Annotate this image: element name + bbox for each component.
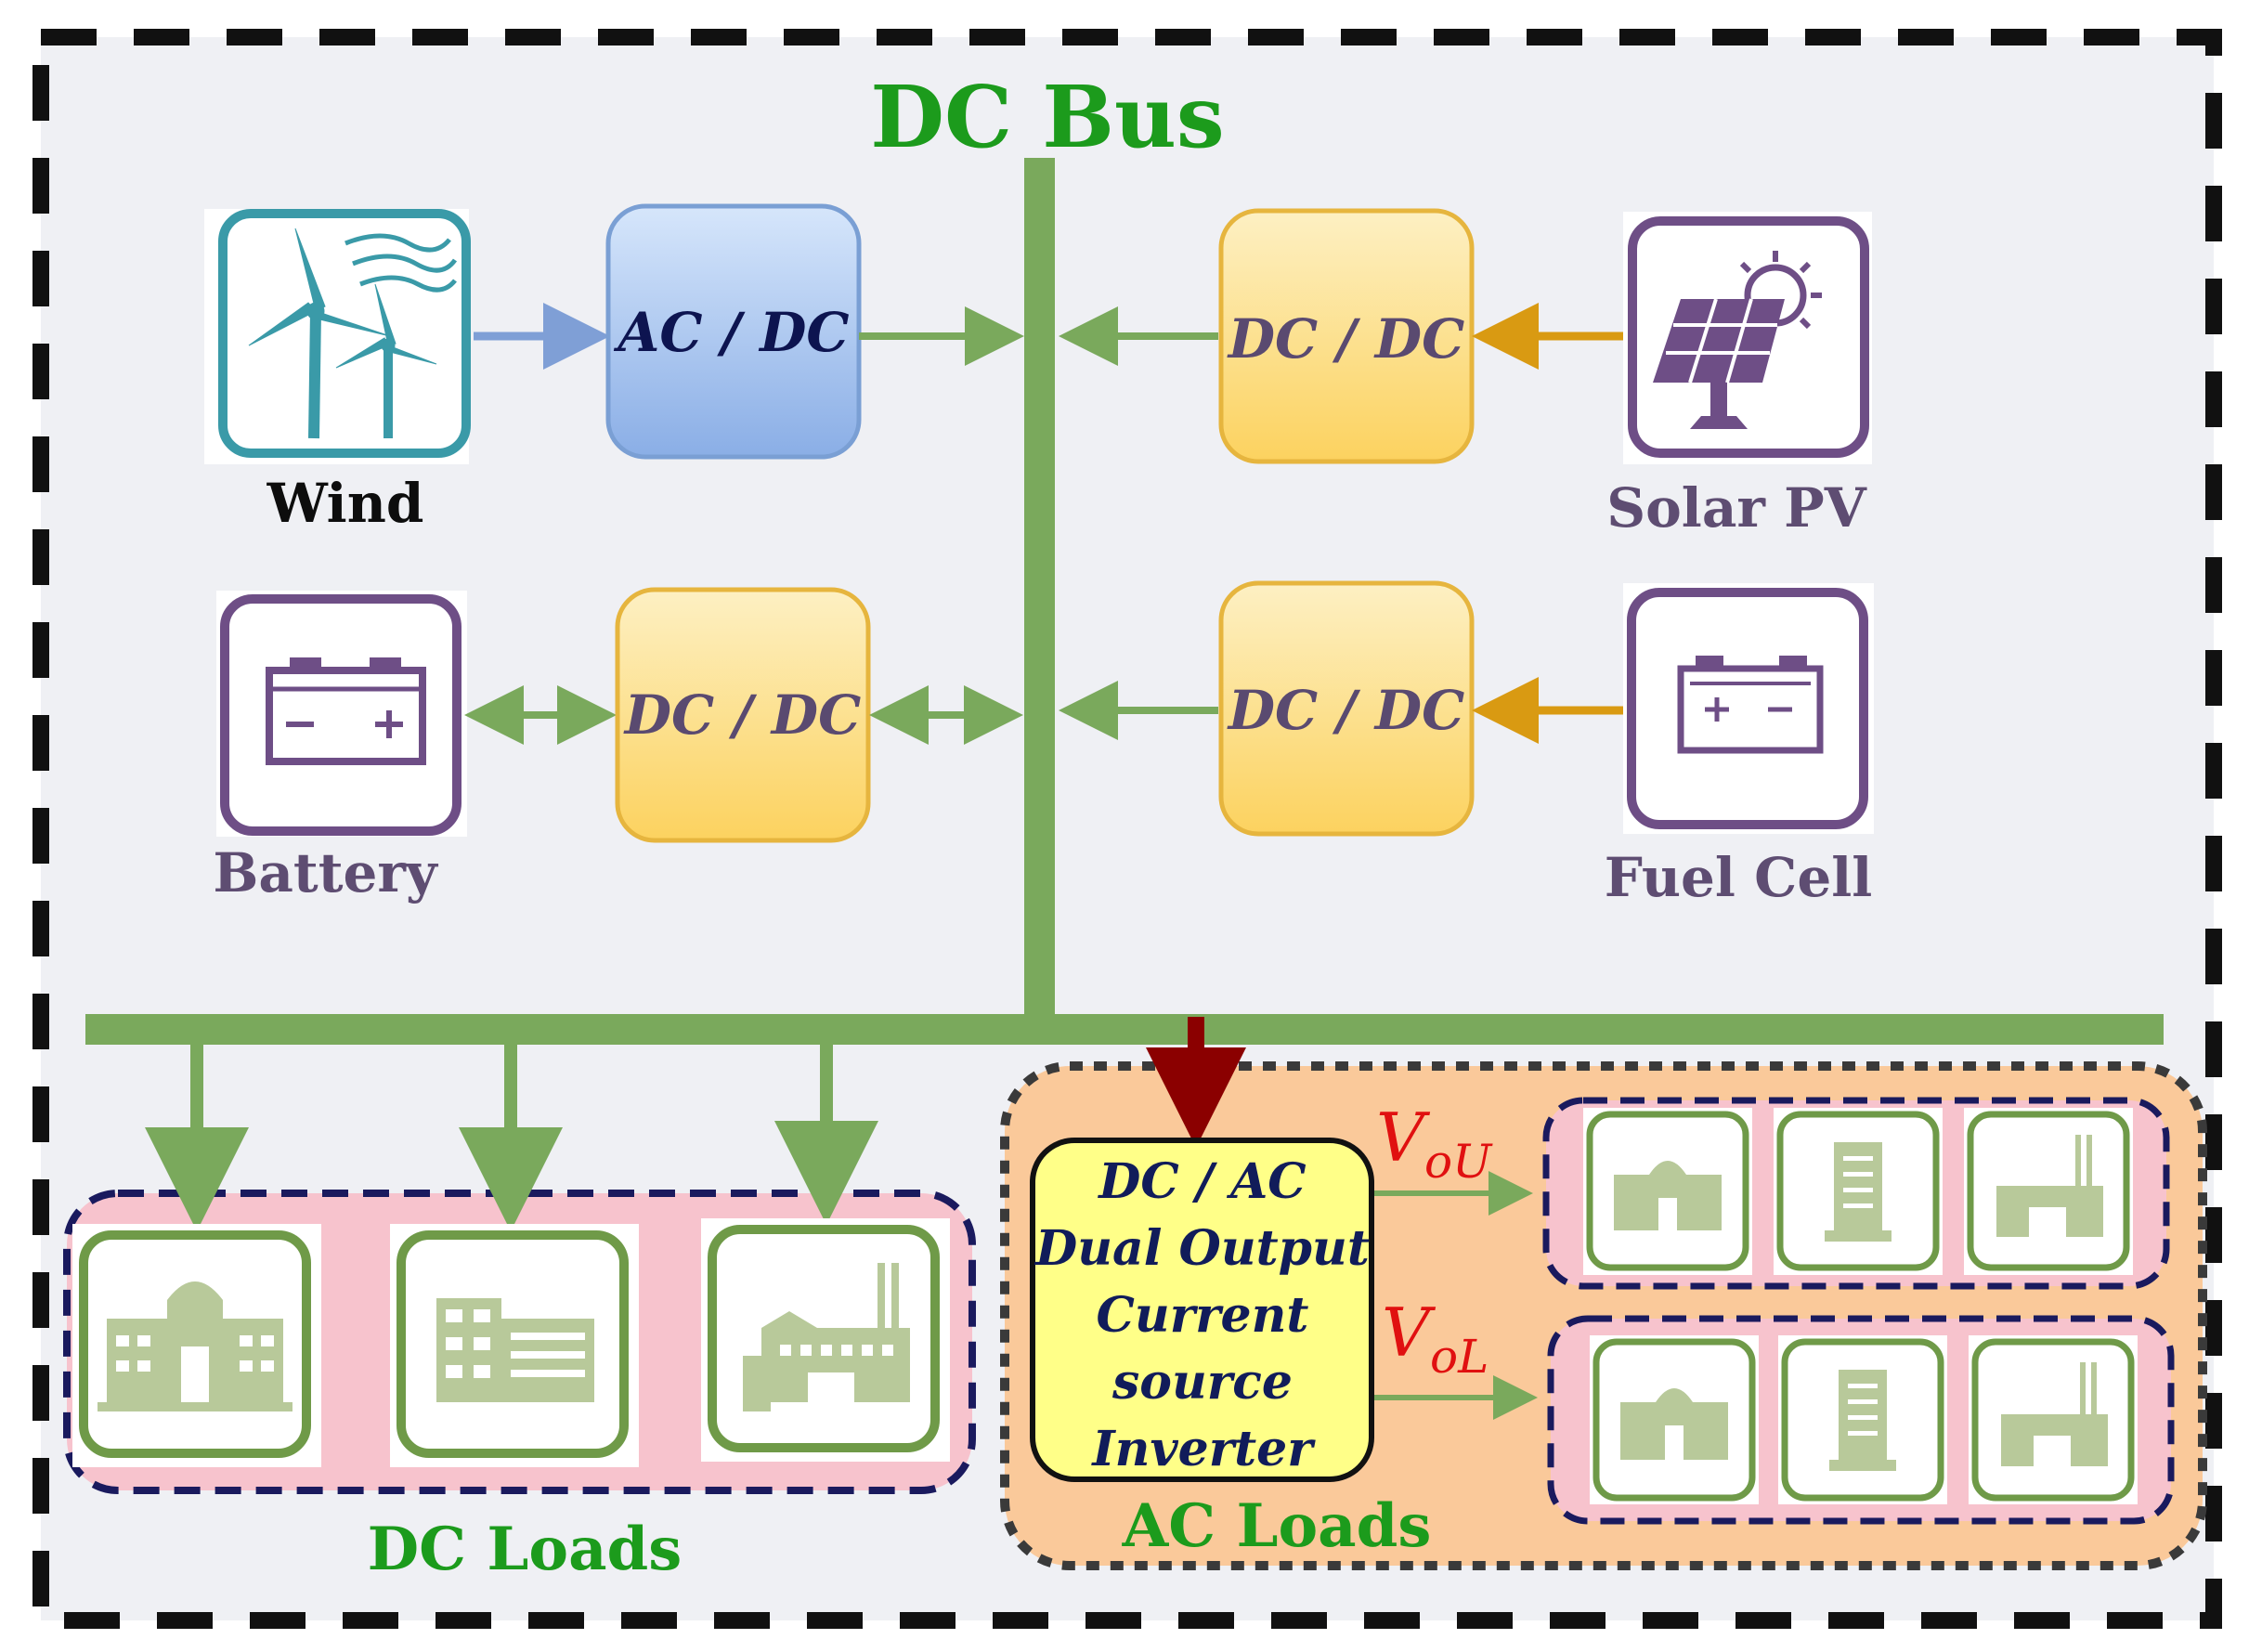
svg-text:Dual Output: Dual Output <box>1034 1220 1370 1277</box>
ac-upper-loads <box>1542 1097 2170 1290</box>
upper-output-voltage: VoU <box>1376 1099 1493 1189</box>
svg-text:source: source <box>1112 1354 1293 1411</box>
svg-text:DC / DC: DC / DC <box>623 683 862 747</box>
factory-icon <box>1969 1335 2138 1504</box>
dc-loads-group: DC Loads <box>63 1045 976 1584</box>
dc-bus-vertical <box>1024 158 1055 1021</box>
mall-building-icon <box>1583 1108 1752 1275</box>
fuel-cell-source: Fuel Cell <box>1605 583 1874 909</box>
lower-output-voltage: VoL <box>1382 1294 1488 1384</box>
dc-loads-label: DC Loads <box>368 1515 682 1584</box>
svg-text:Current: Current <box>1097 1287 1309 1344</box>
office-building-icon <box>390 1224 639 1467</box>
svg-text:DC / DC: DC / DC <box>1227 307 1465 371</box>
ac-loads-label: AC Loads <box>1122 1491 1432 1561</box>
wind-turbine-icon <box>218 209 471 458</box>
solar-label: Solar PV <box>1606 476 1867 540</box>
fuel-cell-icon <box>1627 588 1868 829</box>
dc-ac-inverter: DC / AC Dual Output Current source Inver… <box>1030 1138 1374 1482</box>
fuel-cell-dc-dc-converter: DC / DC <box>1218 580 1475 837</box>
mall-building-icon <box>72 1224 321 1467</box>
battery-label: Battery <box>213 841 439 904</box>
ac-dc-converter: AC / DC <box>605 203 862 460</box>
svg-text:DC / DC: DC / DC <box>1227 679 1465 742</box>
battery-dc-dc-converter: DC / DC <box>615 587 871 843</box>
battery-icon <box>220 594 462 836</box>
mall-building-icon <box>1590 1335 1759 1504</box>
battery-source: Battery <box>213 591 467 904</box>
ac-loads-group: DC / AC Dual Output Current source Inver… <box>1000 1017 2207 1570</box>
dc-bus-horizontal <box>85 1014 2164 1045</box>
factory-icon <box>1964 1108 2133 1275</box>
wind-source: Wind <box>204 209 471 535</box>
svg-text:Inverter: Inverter <box>1090 1421 1316 1477</box>
ac-lower-loads <box>1547 1315 2175 1525</box>
fuel-cell-label: Fuel Cell <box>1605 846 1873 909</box>
svg-text:AC / DC: AC / DC <box>613 301 849 364</box>
factory-icon <box>701 1218 950 1462</box>
wind-label: Wind <box>266 472 424 535</box>
solar-source: Solar PV <box>1606 212 1872 540</box>
tower-building-icon <box>1778 1335 1947 1504</box>
dc-bus-title: DC Bus <box>870 67 1224 167</box>
tower-building-icon <box>1774 1108 1943 1275</box>
solar-dc-dc-converter: DC / DC <box>1218 208 1475 464</box>
svg-text:DC / AC: DC / AC <box>1097 1153 1306 1210</box>
